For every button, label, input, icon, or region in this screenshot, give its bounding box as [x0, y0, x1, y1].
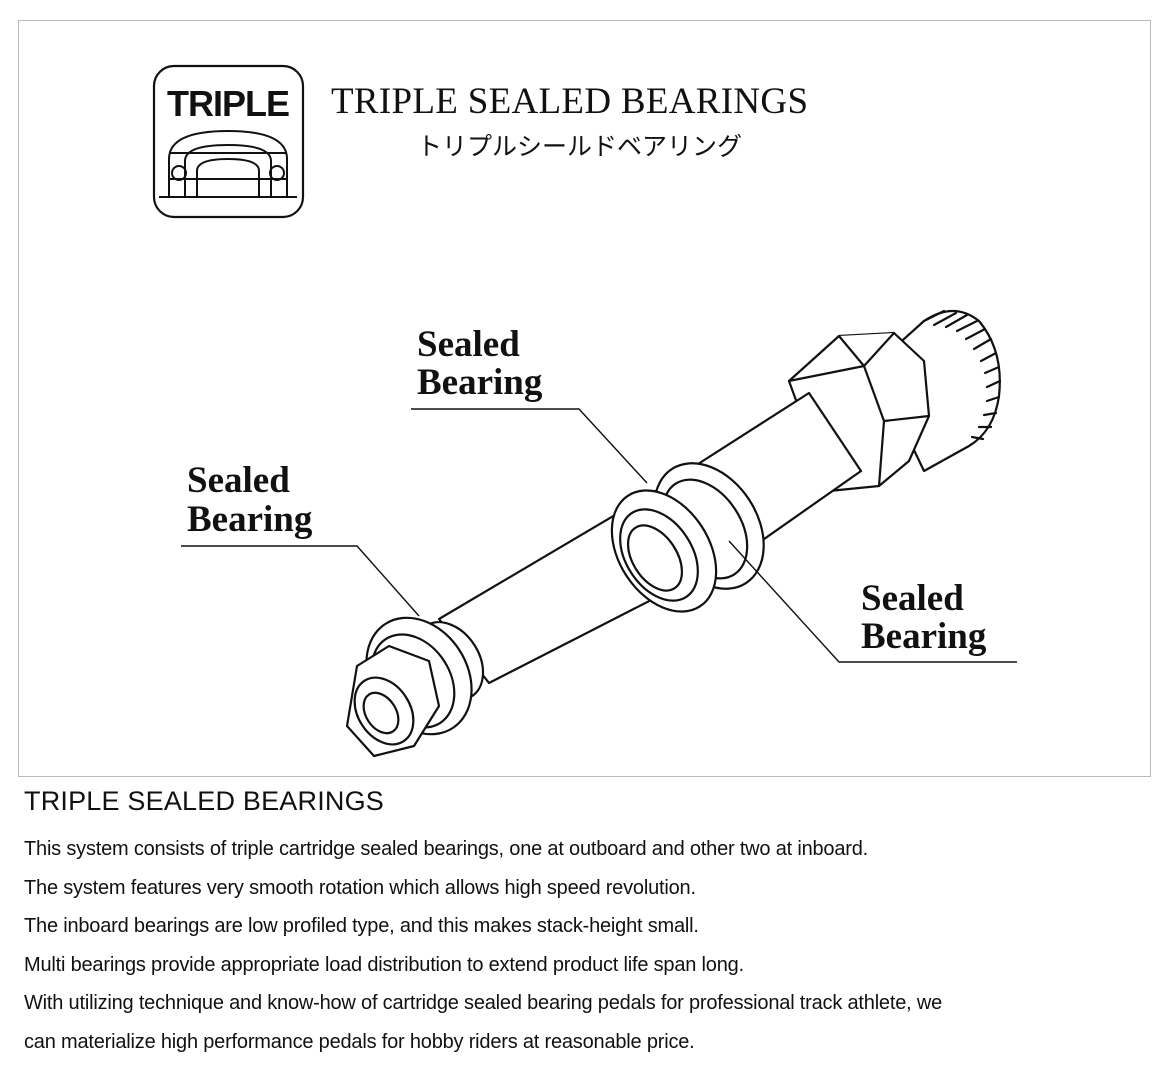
description-line: The system features very smooth rotation…	[24, 876, 696, 899]
pedal-spindle-illustration	[345, 309, 1002, 758]
description-title: TRIPLE SEALED BEARINGS	[24, 786, 385, 816]
bearing-icon	[159, 129, 297, 198]
callout-outboard-line1: Sealed	[187, 460, 290, 501]
description-line: The inboard bearings are low profiled ty…	[24, 915, 699, 937]
description-line: can materialize high performance pedals …	[24, 1030, 695, 1053]
callout-inboard-bottom-line1: Sealed	[861, 578, 964, 619]
callout-outboard: Sealed Bearing	[187, 460, 313, 540]
badge-label: TRIPLE	[167, 83, 289, 124]
callout-inboard-top-line2: Bearing	[417, 362, 543, 403]
callout-outboard-line2: Bearing	[187, 499, 313, 540]
callout-inboard-bottom-line2: Bearing	[861, 616, 987, 657]
description-line: With utilizing technique and know-how of…	[24, 992, 943, 1014]
callout-leaders	[181, 408, 1017, 663]
description-line: This system consists of triple cartridge…	[24, 838, 869, 860]
description-section: TRIPLE SEALED BEARINGS This system consi…	[24, 786, 1149, 1061]
diagram-panel: TRIPLE TRIPLE SEALED BEARINGS トリプルシールドベア…	[18, 20, 1151, 777]
callout-inboard-top-line1: Sealed	[417, 324, 520, 365]
description-line: Multi bearings provide appropriate load …	[24, 953, 744, 976]
inboard-bearings	[610, 462, 765, 613]
triple-badge: TRIPLE	[152, 64, 305, 219]
end-nut	[345, 644, 441, 758]
callout-inboard-top: Sealed Bearing	[417, 324, 543, 403]
header-title: TRIPLE SEALED BEARINGS	[331, 81, 808, 122]
callout-inboard-bottom: Sealed Bearing	[861, 578, 987, 657]
header-subtitle: トリプルシールドベアリング	[417, 132, 742, 161]
